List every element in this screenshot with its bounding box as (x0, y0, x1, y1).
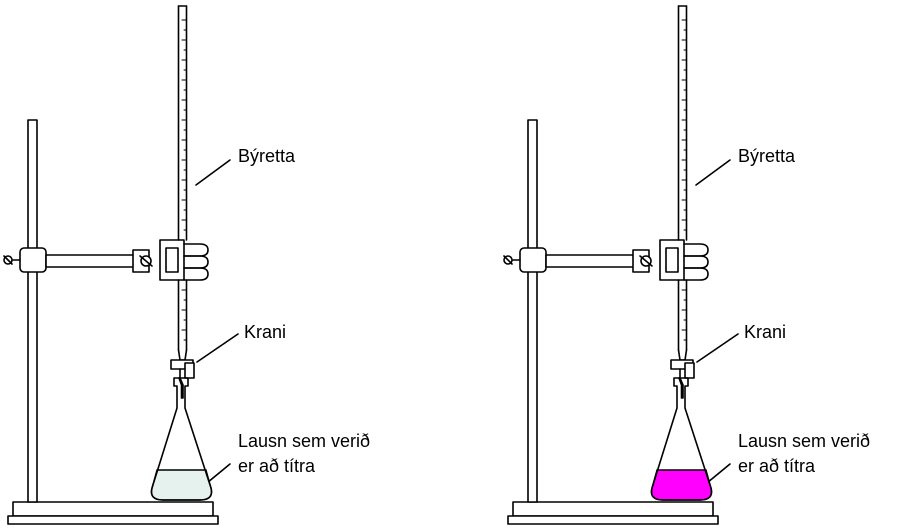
solution-right (650, 469, 713, 501)
flask-right (650, 377, 713, 501)
burette-label-left: Býretta (238, 146, 296, 166)
stand-and-burette-left (3, 5, 239, 525)
stand-and-burette-right (503, 5, 739, 525)
burette-label-right: Býretta (738, 146, 796, 166)
solution-left (150, 469, 213, 501)
titration-setup-left: Býretta Krani Lausn sem verið er að títr… (3, 5, 370, 525)
solution-label-left-line2: er að títra (238, 456, 316, 476)
titration-setup-right: Býretta Krani Lausn sem verið er að títr… (503, 5, 870, 525)
stopcock-label-left: Krani (244, 322, 286, 342)
solution-label-right-line2: er að títra (738, 456, 816, 476)
stopcock-label-right: Krani (744, 322, 786, 342)
solution-label-left-line1: Lausn sem verið (238, 431, 370, 451)
solution-label-right-line1: Lausn sem verið (738, 431, 870, 451)
flask-left (150, 377, 213, 501)
